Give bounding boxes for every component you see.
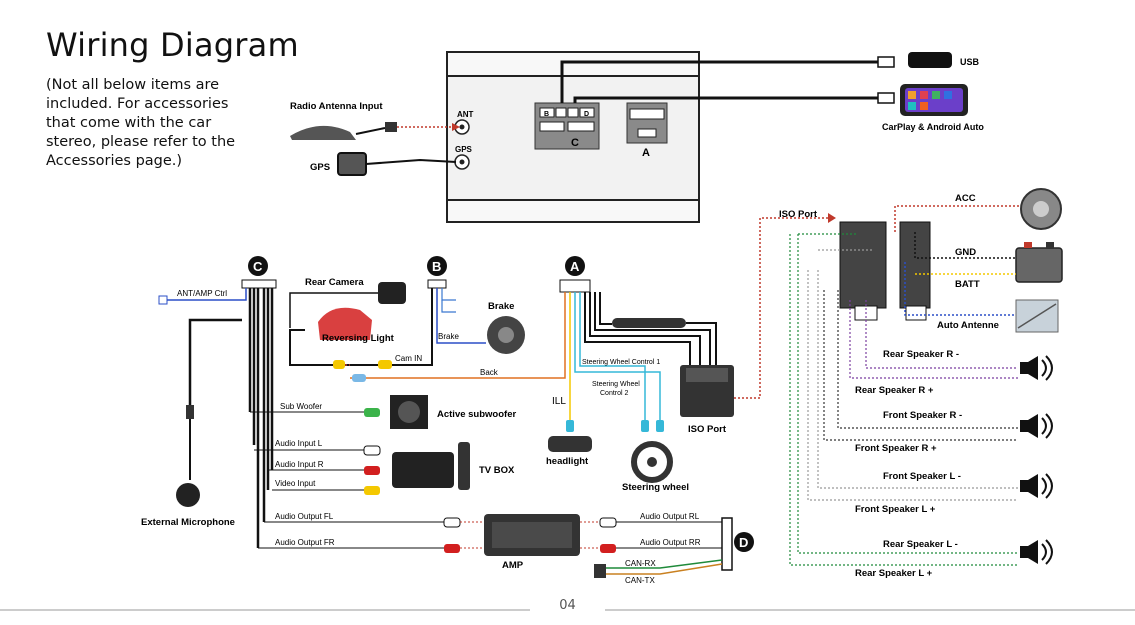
sub-woofer-label: Sub Woofer [280, 402, 322, 411]
badge-d: D [734, 532, 754, 552]
front-l-minus-label: Front Speaker L - [883, 471, 961, 482]
brake-label: Brake [488, 301, 514, 312]
carplay-label: CarPlay & Android Auto [882, 122, 984, 132]
active-sub-label: Active subwoofer [437, 409, 516, 420]
badge-b: B [427, 256, 447, 276]
cam-in-label: Cam IN [395, 354, 422, 363]
rear-camera-icon [378, 282, 406, 304]
harness-a-plug [559, 279, 591, 293]
ill-label: ILL [552, 396, 566, 407]
accessories-note: (Not all below items are included. For a… [46, 77, 236, 169]
svg-text:C: C [253, 259, 263, 274]
rear-camera-label: Rear Camera [305, 277, 364, 288]
speaker-icon [1020, 473, 1053, 499]
audio-out-rl-label: Audio Output RL [640, 512, 700, 521]
speaker-icon [1020, 355, 1053, 381]
steering-wheel-label: Steering wheel [622, 482, 689, 493]
rear-l-plus-label: Rear Speaker L + [855, 568, 933, 579]
audio-out-fl-label: Audio Output FL [275, 512, 334, 521]
shark-antenna [290, 125, 356, 140]
auto-antenne-label: Auto Antenne [937, 320, 999, 331]
gps-label: GPS [310, 162, 330, 173]
gnd-label: GND [955, 247, 976, 258]
front-r-plus-label: Front Speaker R + [855, 443, 937, 454]
radio-antenna-label: Radio Antenna Input [290, 101, 383, 112]
iso-port-mid-label: ISO Port [688, 424, 727, 435]
conn-c-label: C [571, 137, 579, 149]
headlight-icon [548, 436, 592, 452]
rear-l-minus-label: Rear Speaker L - [883, 539, 958, 550]
audio-out-rr-label: Audio Output RR [640, 538, 701, 547]
conn-b-label: B [544, 111, 549, 118]
sub-rca [364, 408, 380, 417]
batt-label: BATT [955, 279, 980, 290]
svg-text:B: B [432, 259, 441, 274]
speaker-icon [1020, 413, 1053, 439]
speaker-icon [1020, 539, 1053, 565]
page-title: Wiring Diagram [46, 26, 299, 64]
conn-d-label: D [584, 111, 589, 118]
back-label: Back [480, 368, 499, 377]
page-number: 04 [559, 598, 576, 613]
iso-connector-block [839, 221, 931, 321]
headlight-label: headlight [546, 456, 589, 467]
amp-label: AMP [502, 560, 524, 571]
svg-text:D: D [739, 535, 748, 550]
battery [1015, 247, 1063, 283]
badge-c: C [248, 256, 268, 276]
harness-d-plug [721, 517, 733, 571]
gps-port-label: GPS [455, 145, 473, 154]
swc2-label-line2: Control 2 [600, 390, 629, 397]
front-r-minus-label: Front Speaker R - [883, 410, 962, 421]
iso-port-top-label: ISO Port [779, 209, 818, 220]
acc-label: ACC [955, 193, 976, 204]
carplay-plug [877, 92, 895, 104]
can-tx-label: CAN-TX [625, 576, 655, 585]
tv-box [392, 452, 454, 488]
swc2-label-line1: Steering Wheel [592, 381, 640, 388]
steering-wheel-icon [631, 441, 673, 483]
rear-r-minus-label: Rear Speaker R - [883, 349, 959, 360]
badge-a: A [565, 256, 585, 276]
head-unit: ANT GPS B D C A [446, 51, 700, 223]
audio-in-r-label: Audio Input R [275, 460, 324, 469]
ext-mic-label: External Microphone [141, 517, 235, 528]
usb-dongle [908, 52, 952, 68]
front-l-plus-label: Front Speaker L + [855, 504, 936, 515]
reversing-light-label: Reversing Light [322, 333, 395, 344]
microphone-icon [176, 483, 200, 507]
reversing-light-icon [318, 307, 372, 340]
audio-in-r-rca [364, 466, 380, 475]
ant-port-label: ANT [457, 110, 474, 119]
can-plug [594, 564, 606, 578]
conn-a-label: A [642, 147, 650, 159]
swc1-label: Steering Wheel Control 1 [582, 359, 660, 366]
usb-plug [877, 56, 895, 68]
can-rx-label: CAN-RX [625, 559, 656, 568]
usb-label: USB [960, 57, 980, 67]
harness-c-plug [241, 279, 277, 289]
audio-in-l-label: Audio Input L [275, 439, 323, 448]
gps-module [337, 152, 367, 176]
video-in-rca [364, 486, 380, 495]
rear-r-plus-label: Rear Speaker R + [855, 385, 934, 396]
ant-amp-label: ANT/AMP Ctrl [177, 289, 227, 298]
brake-wire-label: Brake [438, 332, 459, 341]
tv-box-label: TV BOX [479, 465, 515, 476]
audio-out-fr-label: Audio Output FR [275, 538, 335, 547]
svg-text:A: A [570, 259, 580, 274]
tv-remote [458, 442, 470, 490]
audio-in-l-rca [363, 445, 381, 456]
harness-b-plug [427, 279, 447, 289]
video-in-label: Video Input [275, 479, 316, 488]
